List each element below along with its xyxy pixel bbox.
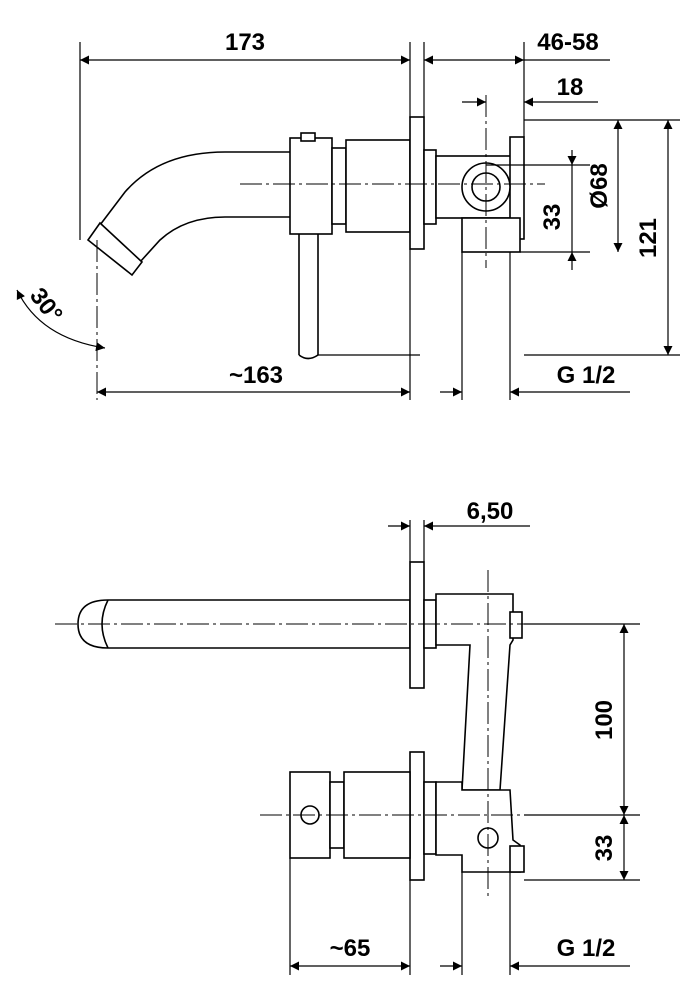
dimension-label-g12-side: G 1/2 (557, 935, 616, 962)
side-view: 6,50 100 33 ~65 G 1/2 (55, 498, 640, 975)
dimension-arc-30deg (16, 289, 106, 352)
dimension-label-100: 100 (591, 700, 618, 740)
dimension-label-33-side: 33 (591, 835, 618, 862)
dimension-label-g12-top: G 1/2 (557, 362, 616, 389)
dimension-label-diameter: Ø68 (586, 163, 613, 208)
dimension-label-46-58: 46-58 (537, 29, 598, 56)
handle (289, 132, 411, 360)
dimension-label-33-top: 33 (539, 204, 566, 231)
spout-body (86, 151, 290, 277)
mixer-body (423, 136, 525, 253)
dimension-label-163: ~163 (229, 362, 283, 389)
wall-plate-lower (409, 751, 425, 881)
dimension-label-65: ~65 (330, 935, 371, 962)
top-view: 173 46-58 18 33 Ø68 121 30° ~163 G 1/2 (16, 29, 680, 400)
dimension-label-18: 18 (557, 74, 584, 101)
mixer-body-side (435, 593, 514, 791)
dimension-label-173: 173 (225, 29, 265, 56)
wall-plate-upper (409, 561, 425, 689)
wall-plate (409, 116, 425, 250)
dimension-label-30deg: 30° (24, 283, 68, 328)
dimension-label-121: 121 (635, 218, 662, 258)
dimension-label-6-50: 6,50 (467, 498, 514, 525)
